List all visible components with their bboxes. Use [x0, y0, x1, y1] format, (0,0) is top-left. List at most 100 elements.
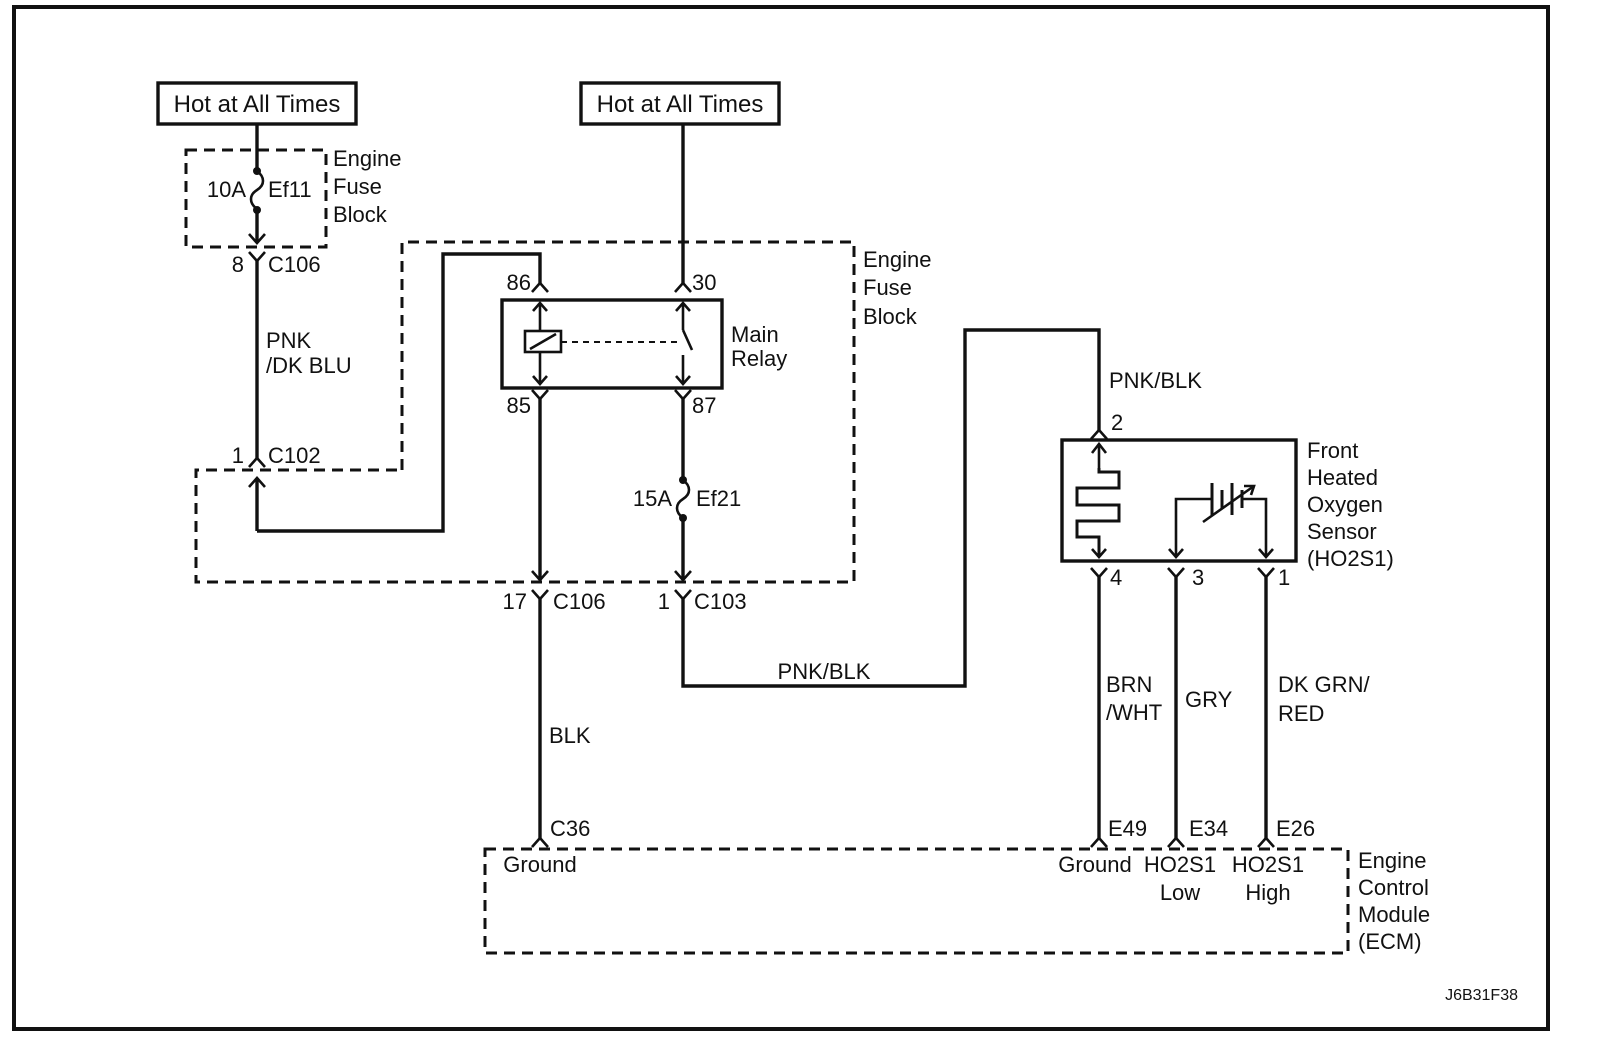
connector-c103-icon	[674, 589, 692, 601]
oxygen-sensor-box	[1060, 438, 1298, 563]
ecm-name-4: (ECM)	[1358, 929, 1422, 954]
wire-label-pnk-blk-upper: PNK/BLK	[1109, 368, 1202, 393]
c106-bottom-name: C106	[553, 589, 606, 614]
ecm-pin-e49-icon	[1090, 836, 1108, 848]
wire-label-blk: BLK	[549, 723, 591, 748]
fuse-ef21-id: Ef21	[696, 486, 741, 511]
sensor-pin-1-icon	[1257, 567, 1275, 579]
relay-switch-contact	[681, 329, 694, 351]
power-source-box-right	[579, 81, 781, 126]
sensor-pin-1-label: 1	[1278, 565, 1290, 590]
connector-c106-top-icon	[248, 251, 266, 263]
wire-c102-to-relay-86-route	[257, 252, 542, 533]
arrow-down-icon	[532, 375, 548, 386]
fuse-ef21-icon	[675, 478, 691, 520]
ecm-pin-e49-label: E49	[1108, 816, 1147, 841]
relay-pin-85-icon	[531, 389, 549, 401]
relay-pin-86-label: 86	[507, 270, 531, 295]
sensor-name-1: Front	[1307, 438, 1358, 463]
c102-pin: 1	[232, 443, 244, 468]
wire-label-dk-blu: /DK BLU	[266, 353, 352, 378]
relay-pin-86-icon	[531, 281, 549, 293]
arrow-down-icon	[1258, 548, 1274, 559]
ecm-pin-e26-icon	[1257, 836, 1275, 848]
relay-pin-30-icon	[674, 281, 692, 293]
c103-pin: 1	[658, 589, 670, 614]
main-relay-name-1: Main	[731, 322, 779, 347]
arrow-down-icon	[531, 570, 549, 582]
sensor-cell-variable-arrow	[1202, 484, 1255, 524]
arrow-down-icon	[675, 375, 691, 386]
arrow-up-icon	[1090, 441, 1108, 454]
fuse-ef11-icon	[249, 169, 265, 211]
ecm-name-3: Module	[1358, 902, 1430, 927]
engine-fuse-block-main-title-3: Block	[863, 304, 918, 329]
engine-fuse-block-left	[184, 148, 328, 249]
ecm-pin-c36-icon	[531, 836, 549, 848]
relay-pin-85-label: 85	[507, 393, 531, 418]
arrow-down-icon	[674, 570, 692, 582]
ecm-pin-e34-label: E34	[1189, 816, 1228, 841]
ecm-pin-e34-icon	[1167, 836, 1185, 848]
ecm-name-1: Engine	[1358, 848, 1427, 873]
relay-coil-diagonal	[529, 332, 557, 351]
engine-fuse-block-main-title-1: Engine	[863, 247, 932, 272]
ecm-pin-c36-label: C36	[550, 816, 590, 841]
fuse-ef11-id: Ef11	[268, 177, 312, 202]
engine-fuse-block-left-title-3: Block	[333, 202, 388, 227]
wire-label-pnk: PNK	[266, 328, 312, 353]
c106-bottom-pin: 17	[503, 589, 527, 614]
relay-pin-30-label: 30	[692, 270, 716, 295]
ecm-ho2s1-low-1: HO2S1	[1144, 852, 1216, 877]
arrow-head-icon	[1244, 484, 1256, 496]
ecm-ground-right: Ground	[1058, 852, 1131, 877]
fuse-ef11-rating: 10A	[207, 177, 246, 202]
c106-top-name: C106	[268, 252, 321, 277]
figure-id: J6B31F38	[1445, 987, 1518, 1004]
engine-fuse-block-main-title-2: Fuse	[863, 275, 912, 300]
c106-top-pin: 8	[232, 252, 244, 277]
wire-label-dk-grn: DK GRN/	[1278, 672, 1371, 697]
ecm-name-2: Control	[1358, 875, 1429, 900]
diagram-frame	[12, 5, 1550, 1031]
ecm-ho2s1-high-1: HO2S1	[1232, 852, 1304, 877]
sensor-name-5: (HO2S1)	[1307, 546, 1394, 571]
sensor-cell-right-lead	[1242, 497, 1268, 557]
sensor-pin-2-icon	[1090, 428, 1108, 440]
power-source-label-left: Hot at All Times	[174, 91, 341, 118]
ecm-box	[483, 847, 1350, 955]
arrow-down-icon	[248, 233, 266, 245]
sensor-pin-2-label: 2	[1111, 410, 1123, 435]
relay-pin-87-label: 87	[692, 393, 716, 418]
power-source-label-right: Hot at All Times	[597, 91, 764, 118]
wire-label-red: RED	[1278, 701, 1324, 726]
sensor-cell-left-lead	[1174, 497, 1212, 557]
arrow-up-icon	[532, 301, 548, 312]
ecm-ground-left: Ground	[503, 852, 576, 877]
sensor-pin-3-label: 3	[1192, 565, 1204, 590]
sensor-pin-4-icon	[1090, 567, 1108, 579]
ecm-ho2s1-low-2: Low	[1160, 880, 1200, 905]
sensor-name-2: Heated	[1307, 465, 1378, 490]
wire-label-wht: /WHT	[1106, 700, 1162, 725]
wire-label-gry: GRY	[1185, 687, 1233, 712]
main-relay-name-2: Relay	[731, 346, 787, 371]
wire-label-pnk-blk-lower: PNK/BLK	[778, 659, 871, 684]
engine-fuse-block-left-title-2: Fuse	[333, 174, 382, 199]
ecm-pin-e26-label: E26	[1276, 816, 1315, 841]
c103-name: C103	[694, 589, 747, 614]
engine-fuse-block-main-outline	[194, 240, 856, 584]
arrow-down-icon	[1091, 548, 1107, 559]
engine-fuse-block-left-title-1: Engine	[333, 146, 402, 171]
sensor-name-3: Oxygen	[1307, 492, 1383, 517]
wire-label-brn: BRN	[1106, 672, 1152, 697]
relay-pin-87-icon	[674, 389, 692, 401]
c102-name: C102	[268, 443, 321, 468]
connector-c102-icon	[248, 456, 266, 468]
arrow-up-icon	[675, 301, 691, 312]
wire-pnk-blk	[681, 328, 1101, 688]
arrow-down-icon	[1168, 548, 1184, 559]
sensor-pin-3-icon	[1167, 567, 1185, 579]
sensor-name-4: Sensor	[1307, 519, 1377, 544]
connector-c106-bottom-icon	[531, 589, 549, 601]
